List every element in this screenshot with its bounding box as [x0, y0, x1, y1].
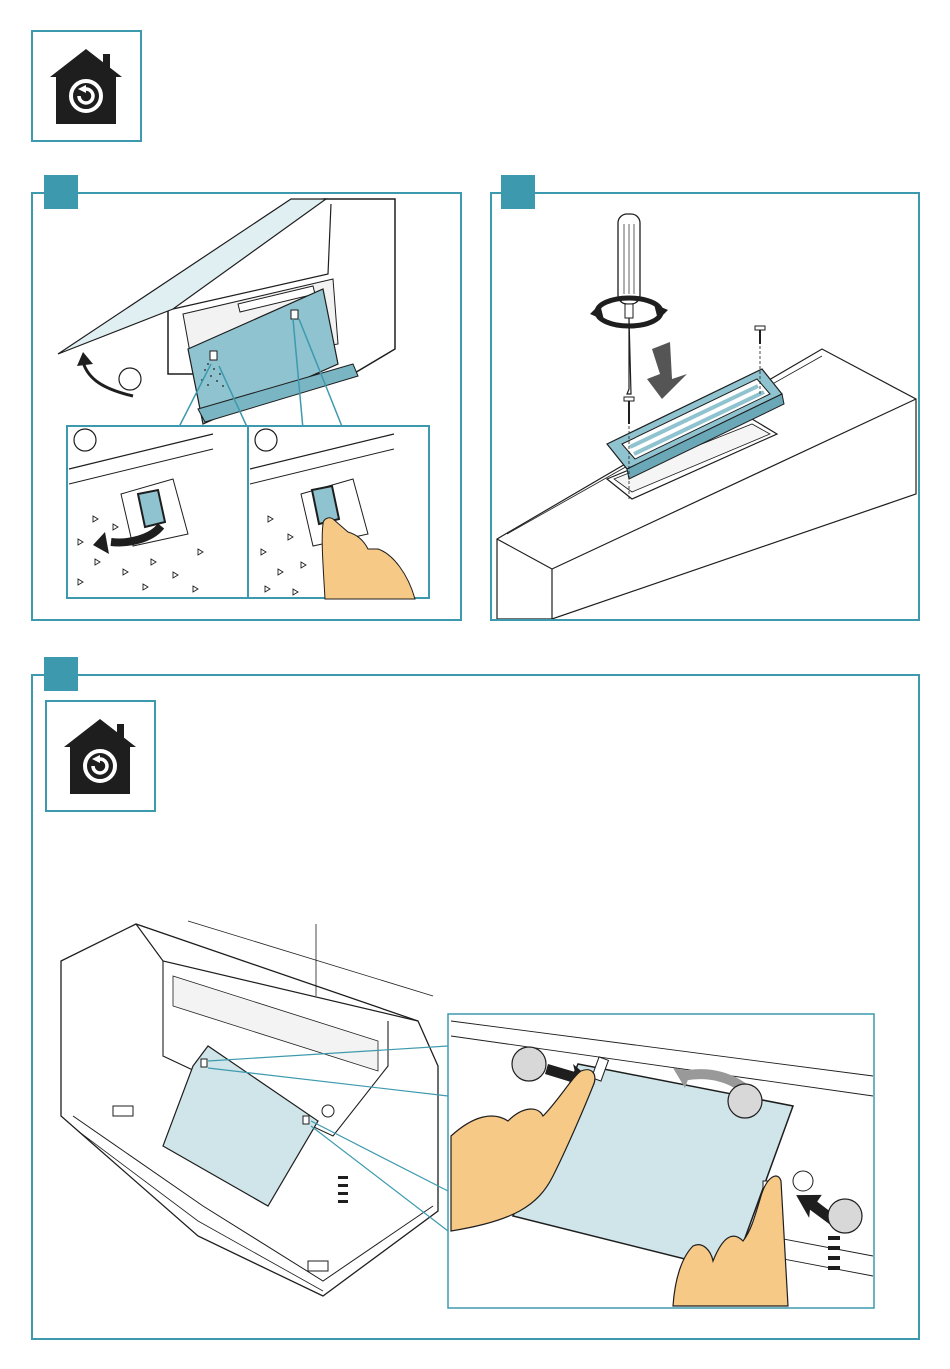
step-1-illustration — [33, 194, 460, 619]
step-1-tag — [44, 175, 78, 209]
step-1-panel — [31, 192, 462, 621]
callout-circle — [512, 1047, 546, 1081]
step-2-illustration — [492, 194, 918, 619]
callout-circle — [728, 1084, 762, 1118]
callout-circle — [119, 368, 141, 390]
step-3-illustration — [33, 676, 918, 1338]
maintenance-icon-box-step-3 — [45, 700, 156, 812]
home-refresh-icon — [33, 32, 140, 140]
step-2-tag — [501, 175, 535, 209]
callout-circle — [74, 429, 96, 451]
step-3-tag — [44, 657, 78, 691]
step-2-panel — [490, 192, 920, 621]
maintenance-icon-box — [31, 30, 142, 142]
callout-circle — [255, 429, 277, 451]
callout-circle — [828, 1199, 862, 1233]
step-3-panel — [31, 674, 920, 1340]
home-refresh-icon — [47, 702, 154, 810]
